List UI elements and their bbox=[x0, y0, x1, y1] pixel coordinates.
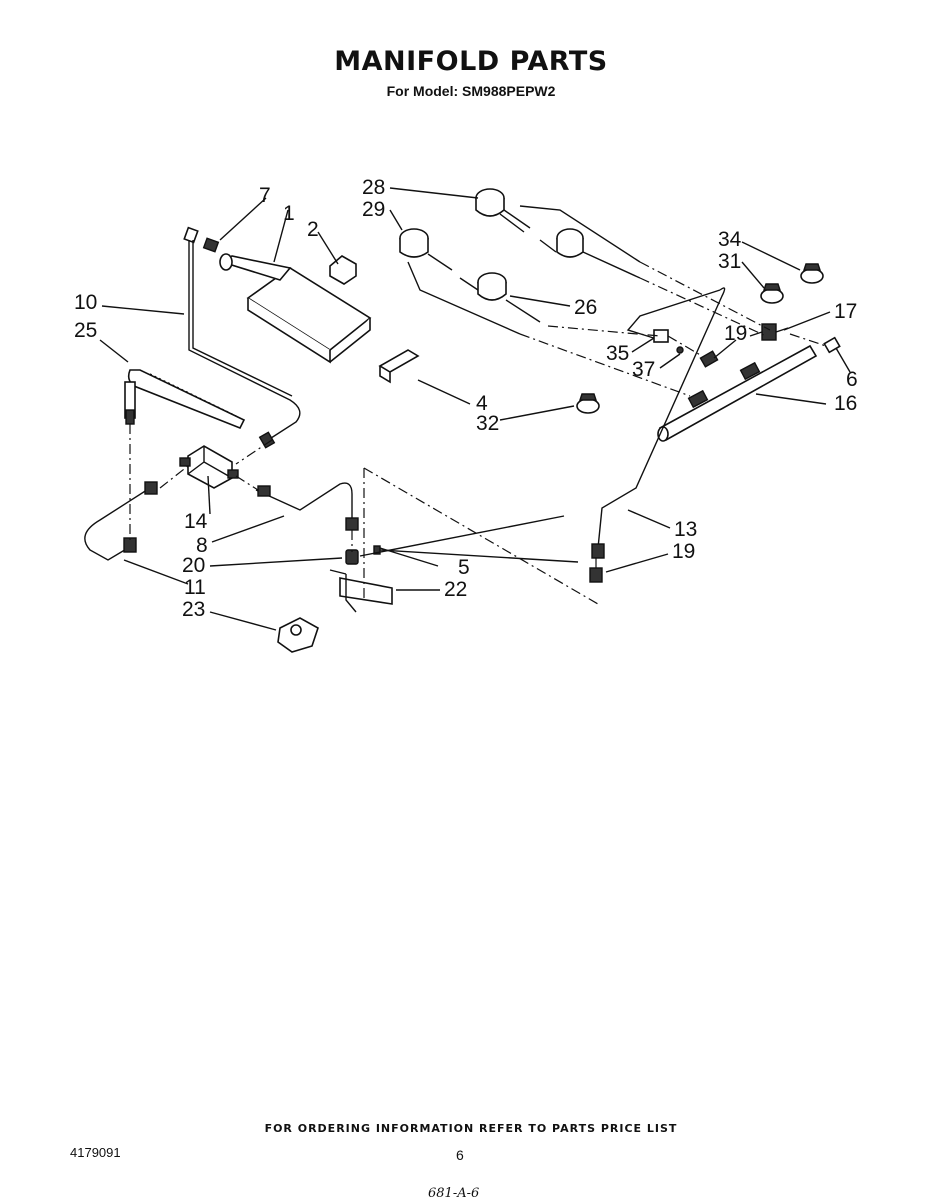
callout-19-upper: 19 bbox=[724, 322, 747, 345]
part-17-valve bbox=[749, 323, 789, 341]
part-29-burner bbox=[399, 228, 521, 335]
part-14-valve bbox=[179, 445, 239, 489]
callout-25: 25 bbox=[74, 319, 97, 342]
part-26-burner bbox=[459, 272, 541, 323]
part-8-tube bbox=[255, 482, 353, 520]
ordering-note: FOR ORDERING INFORMATION REFER TO PARTS … bbox=[264, 1122, 678, 1135]
model-subtitle: For Model: SM988PEPW2 bbox=[386, 83, 556, 99]
document-number: 4179091 bbox=[70, 1145, 121, 1160]
callout-16: 16 bbox=[834, 392, 857, 415]
page-number: 6 bbox=[456, 1147, 464, 1163]
callout-5: 5 bbox=[458, 556, 470, 579]
handwritten-code: 681-A-6 bbox=[428, 1186, 480, 1201]
part-28-burner bbox=[475, 188, 641, 263]
callout-31: 31 bbox=[718, 250, 741, 273]
callout-32: 32 bbox=[476, 412, 499, 435]
callout-2: 2 bbox=[307, 218, 319, 241]
part-37-screw bbox=[676, 346, 684, 354]
part-22-bracket-valve bbox=[329, 569, 393, 613]
part-1-burner-box bbox=[219, 253, 372, 364]
callout-7: 7 bbox=[259, 184, 271, 207]
callout-6: 6 bbox=[846, 368, 858, 391]
assembly-lines bbox=[129, 261, 827, 605]
callout-19-lower: 19 bbox=[672, 540, 695, 563]
callout-22: 22 bbox=[444, 578, 467, 601]
part-11-tube bbox=[84, 487, 151, 561]
callout-11: 11 bbox=[184, 576, 206, 599]
part-34-knob bbox=[800, 263, 824, 284]
part-burner-right-rear bbox=[539, 228, 641, 279]
callout-13: 13 bbox=[674, 518, 697, 541]
part-13-tube bbox=[597, 287, 726, 549]
callout-4: 4 bbox=[476, 392, 488, 415]
callout-26: 26 bbox=[574, 296, 597, 319]
part-13-nut bbox=[591, 543, 605, 559]
callout-8: 8 bbox=[196, 534, 208, 557]
part-20-orifice bbox=[345, 549, 359, 565]
part-25-broiler-burner bbox=[124, 369, 246, 430]
leader-lines bbox=[99, 187, 851, 631]
callout-28: 28 bbox=[362, 176, 385, 199]
callout-20: 20 bbox=[182, 554, 205, 577]
part-4-bracket bbox=[378, 349, 420, 384]
callout-37: 37 bbox=[632, 358, 655, 381]
part-2-bracket bbox=[329, 255, 357, 285]
part-19-fitting-lower bbox=[589, 567, 603, 583]
part-10-tube bbox=[188, 240, 301, 441]
part-32-knob bbox=[576, 393, 600, 414]
part-19-fitting-upper bbox=[699, 350, 719, 368]
page-title: MANIFOLD PARTS bbox=[334, 46, 608, 77]
callout-17: 17 bbox=[834, 300, 857, 323]
callout-34: 34 bbox=[718, 228, 742, 251]
callout-29: 29 bbox=[362, 198, 385, 221]
part-16-manifold bbox=[657, 344, 818, 442]
part-31-knob bbox=[760, 283, 784, 304]
callout-35: 35 bbox=[606, 342, 629, 365]
callout-14: 14 bbox=[184, 510, 208, 533]
part-23-regulator bbox=[277, 617, 319, 653]
callout-1: 1 bbox=[283, 202, 295, 225]
part-10-nut bbox=[258, 431, 276, 449]
part-6-cap bbox=[823, 336, 841, 354]
callout-23: 23 bbox=[182, 598, 205, 621]
callout-10: 10 bbox=[74, 291, 97, 314]
